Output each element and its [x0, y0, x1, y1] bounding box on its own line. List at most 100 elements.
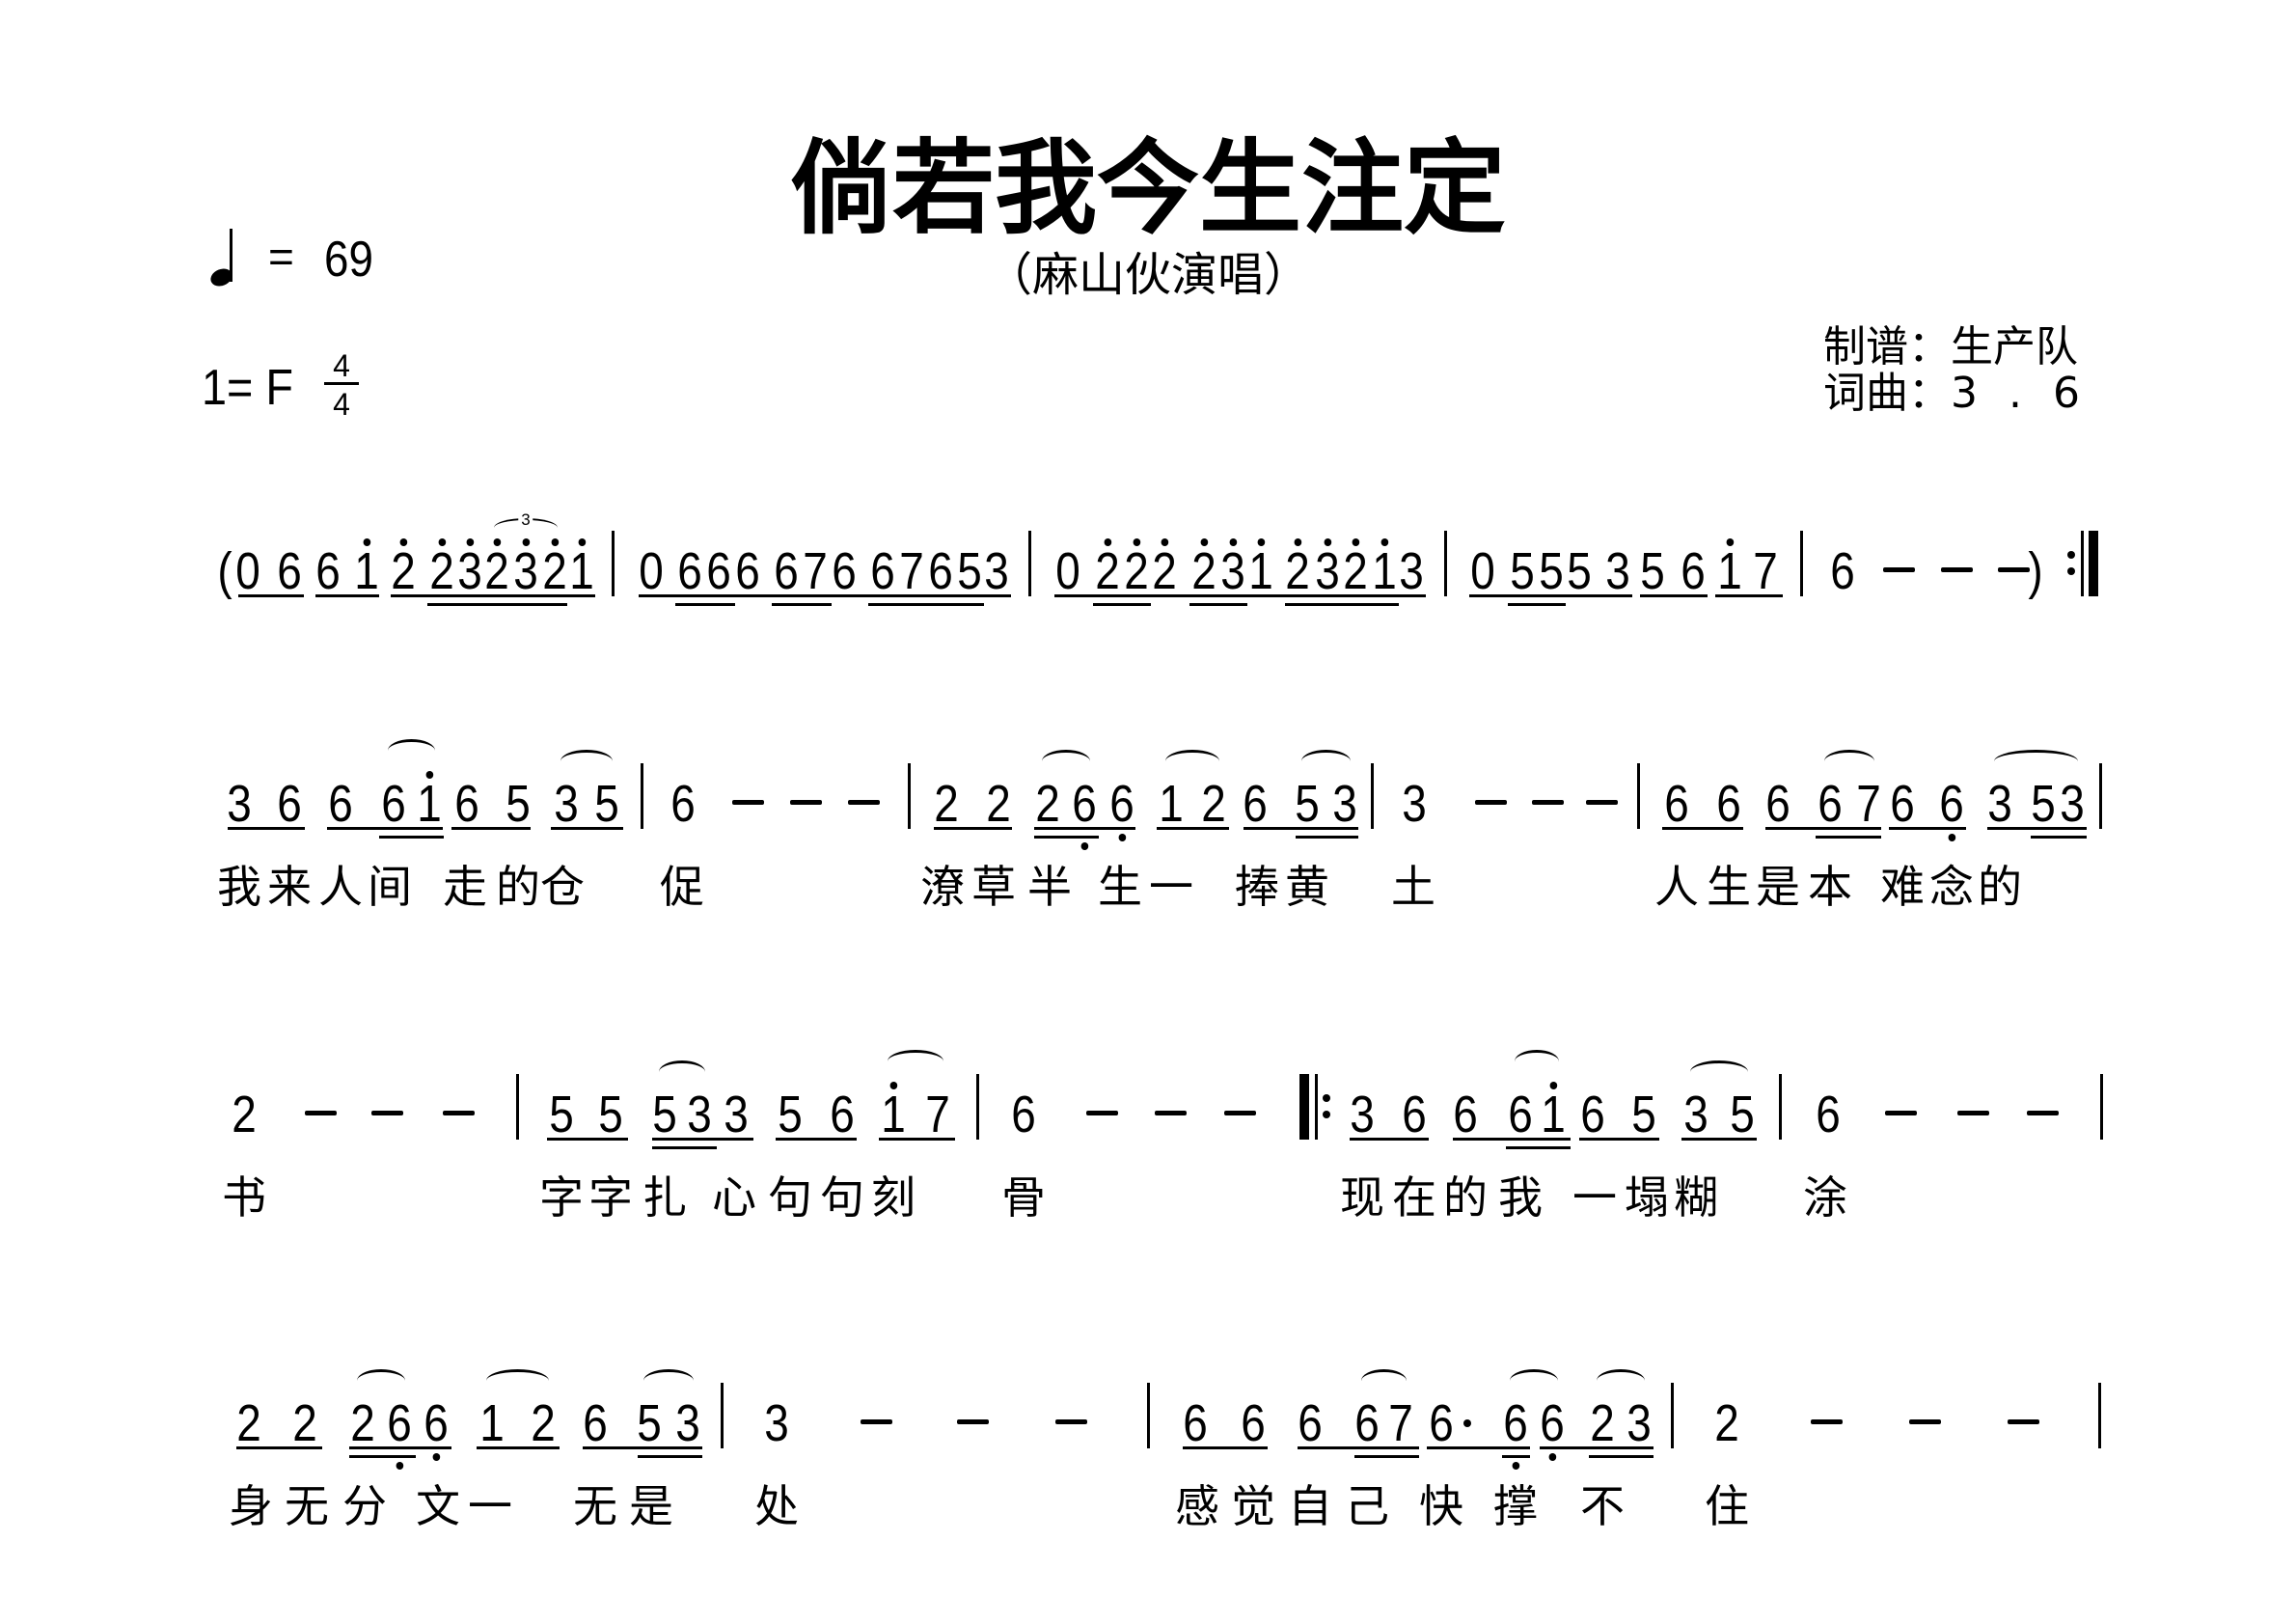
note: 6 — [870, 542, 895, 600]
note: 5 — [1567, 542, 1592, 600]
notation-credit: 制谱：生产队 — [1823, 322, 2078, 372]
sustain-dash: - — [1882, 567, 1915, 572]
note: 3 — [2060, 775, 2085, 833]
repeat-dot — [2067, 551, 2075, 559]
lyric-char: 句 — [768, 1171, 812, 1224]
note-low-octave: 6 — [1540, 1394, 1565, 1461]
note: 6 — [1508, 1086, 1533, 1143]
beam-underline — [327, 827, 443, 830]
song-title: 倘若我今生注定 — [790, 129, 1506, 248]
note: 5 — [1295, 775, 1320, 833]
lyric-char: 难 — [1880, 861, 1925, 913]
note-low-octave: 6 — [1109, 775, 1134, 841]
sustain-dash: - — [442, 1111, 475, 1115]
note: 6 — [315, 542, 341, 600]
note-high-octave: 2 — [542, 538, 567, 600]
note-low-octave: 6 — [387, 1394, 412, 1470]
beam-underline — [1350, 1138, 1429, 1141]
beam-underline-double — [675, 603, 735, 606]
beam-underline — [1765, 827, 1881, 830]
slur — [1165, 750, 1219, 761]
note-high-octave: 2 — [1343, 538, 1368, 600]
beam-underline-double — [1816, 836, 1881, 839]
note: 6 — [1816, 1086, 1841, 1143]
repeat-thick-barline — [1299, 1074, 1309, 1140]
note: 6 — [1664, 775, 1689, 833]
slur — [888, 1050, 943, 1061]
note: 3 — [764, 1394, 789, 1452]
beam-underline — [451, 827, 531, 830]
note: 2 — [292, 1394, 317, 1452]
lyric-char: 字 — [539, 1171, 584, 1224]
beam-underline-double — [1296, 836, 1358, 839]
note: 3 — [1605, 542, 1630, 600]
note: 3 — [1332, 775, 1357, 833]
lyric-char: 人 — [1654, 861, 1699, 913]
note: 6 — [735, 542, 760, 600]
note: 6 — [706, 542, 731, 600]
note: 0 — [1055, 542, 1080, 600]
note-high-octave: 2 — [391, 538, 416, 600]
barline — [1443, 531, 1447, 596]
repeat-dot — [1323, 1094, 1330, 1102]
sustain-dash: - — [1531, 800, 1564, 805]
repeat-thin-barline — [2080, 531, 2084, 596]
sustain-dash: - — [1884, 1111, 1917, 1115]
barline — [1370, 763, 1374, 829]
beam-underline — [228, 827, 305, 830]
note: 5 — [598, 1086, 623, 1143]
lyric-char: 句 — [820, 1171, 864, 1224]
note: 6 — [1402, 1086, 1427, 1143]
repeat-dot — [2067, 567, 2075, 575]
note: 5 — [1631, 1086, 1656, 1143]
lyric-char: 是 — [1756, 861, 1800, 913]
note: 6 — [328, 775, 353, 833]
lyric-char: 撑 — [1493, 1480, 1538, 1532]
note: 3 — [1626, 1394, 1652, 1452]
lyric-char: 促 — [660, 861, 704, 913]
note: 6 — [1011, 1086, 1036, 1143]
note: 6 — [1580, 1086, 1605, 1143]
note-low-octave: 6 — [1072, 775, 1097, 850]
lyric-char: 无 — [573, 1480, 617, 1532]
note: 6 — [1681, 542, 1706, 600]
note-high-octave: 2 — [1285, 538, 1310, 600]
note: 5 — [1730, 1086, 1755, 1143]
beam-underline — [639, 594, 1011, 597]
beam-underline — [1298, 1446, 1419, 1449]
note: 5 — [549, 1086, 574, 1143]
sustain-dash: - — [1997, 567, 2030, 572]
lyric-char: 分 — [342, 1480, 387, 1532]
beam-underline-double — [638, 1455, 702, 1458]
note: 3 — [687, 1086, 712, 1143]
lyric-char: 捧 — [1235, 861, 1279, 913]
note: 6 — [832, 542, 857, 600]
beam-underline-double — [1502, 1455, 1530, 1458]
sustain-dash: - — [1223, 1111, 1256, 1115]
note: 6 — [1453, 1086, 1478, 1143]
lyric-char: 半 — [1027, 861, 1072, 913]
note: 0 — [639, 542, 664, 600]
note: 3 — [1987, 775, 2012, 833]
note-high-octave: 2 — [1152, 538, 1177, 600]
lyric-char: 生 — [1098, 861, 1142, 913]
beam-underline — [1427, 1446, 1530, 1449]
lyric-char: 书 — [222, 1171, 266, 1224]
open-parenthesis: ( — [217, 542, 232, 600]
note: 2 — [1201, 775, 1226, 833]
note-high-octave: 1 — [569, 538, 594, 600]
barline — [2097, 1383, 2101, 1448]
lyric-char: 处 — [754, 1480, 799, 1532]
note: 6 — [1354, 1394, 1380, 1452]
beam-underline — [1681, 1138, 1757, 1141]
slur — [1824, 750, 1874, 761]
lyric-char: 走 — [443, 861, 487, 913]
note: 5 — [1539, 542, 1564, 600]
note-high-octave: 2 — [484, 538, 509, 600]
lyric-char: 潦 — [920, 861, 965, 913]
lyric-char: 无 — [285, 1480, 329, 1532]
note: 3 — [1350, 1086, 1375, 1143]
beam-underline — [1244, 827, 1358, 830]
staff-row-2: 3 6 6 6 1 6 5 3 5 6 - - - 2 2 — [0, 739, 2296, 909]
lyric-char: 塌 — [1625, 1171, 1669, 1224]
